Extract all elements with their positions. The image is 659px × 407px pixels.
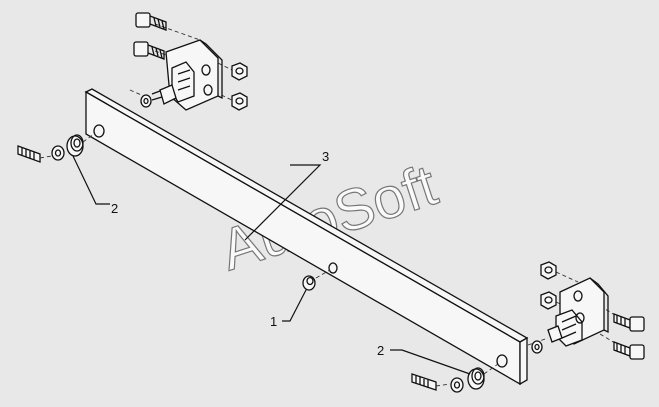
bracket-assembly-top (129, 12, 248, 111)
pin-icon (17, 145, 41, 163)
bushing-part-2 (66, 134, 84, 157)
bracket-assembly-bottom (527, 261, 645, 360)
washer-icon (531, 340, 543, 354)
leader-line-3 (244, 164, 322, 241)
bar-hole-left (93, 124, 105, 138)
washer-icon (450, 377, 464, 393)
hex-nut-icon (231, 62, 248, 81)
hex-nut-icon (540, 261, 557, 280)
bolt-icon (133, 41, 165, 60)
washer-icon (51, 145, 65, 161)
callout-2-left: 2 (111, 201, 118, 216)
pin-assembly-right (411, 363, 499, 393)
callout-2-right: 2 (377, 343, 384, 358)
mounting-bracket-lower (547, 277, 609, 347)
bolt-icon (613, 341, 645, 360)
bar-hole-center (328, 262, 338, 274)
pin-assembly-left (17, 133, 95, 163)
bolt-icon (613, 313, 645, 332)
washer-icon (140, 94, 152, 108)
hex-nut-icon (540, 291, 557, 310)
callout-3: 3 (322, 149, 329, 164)
pin-icon (411, 373, 437, 391)
bar-hole-right (496, 354, 508, 368)
bushing-part-1 (302, 269, 331, 291)
bolt-icon (135, 12, 167, 31)
bushing-part-2 (467, 367, 485, 390)
leader-line-2-left (72, 155, 110, 205)
flat-bar-part-3 (84, 88, 529, 386)
leader-line-2-right (390, 349, 471, 375)
leader-line-1 (282, 289, 307, 322)
mounting-bracket-upper (151, 39, 223, 111)
hex-nut-icon (231, 92, 248, 111)
callout-1: 1 (270, 314, 277, 329)
